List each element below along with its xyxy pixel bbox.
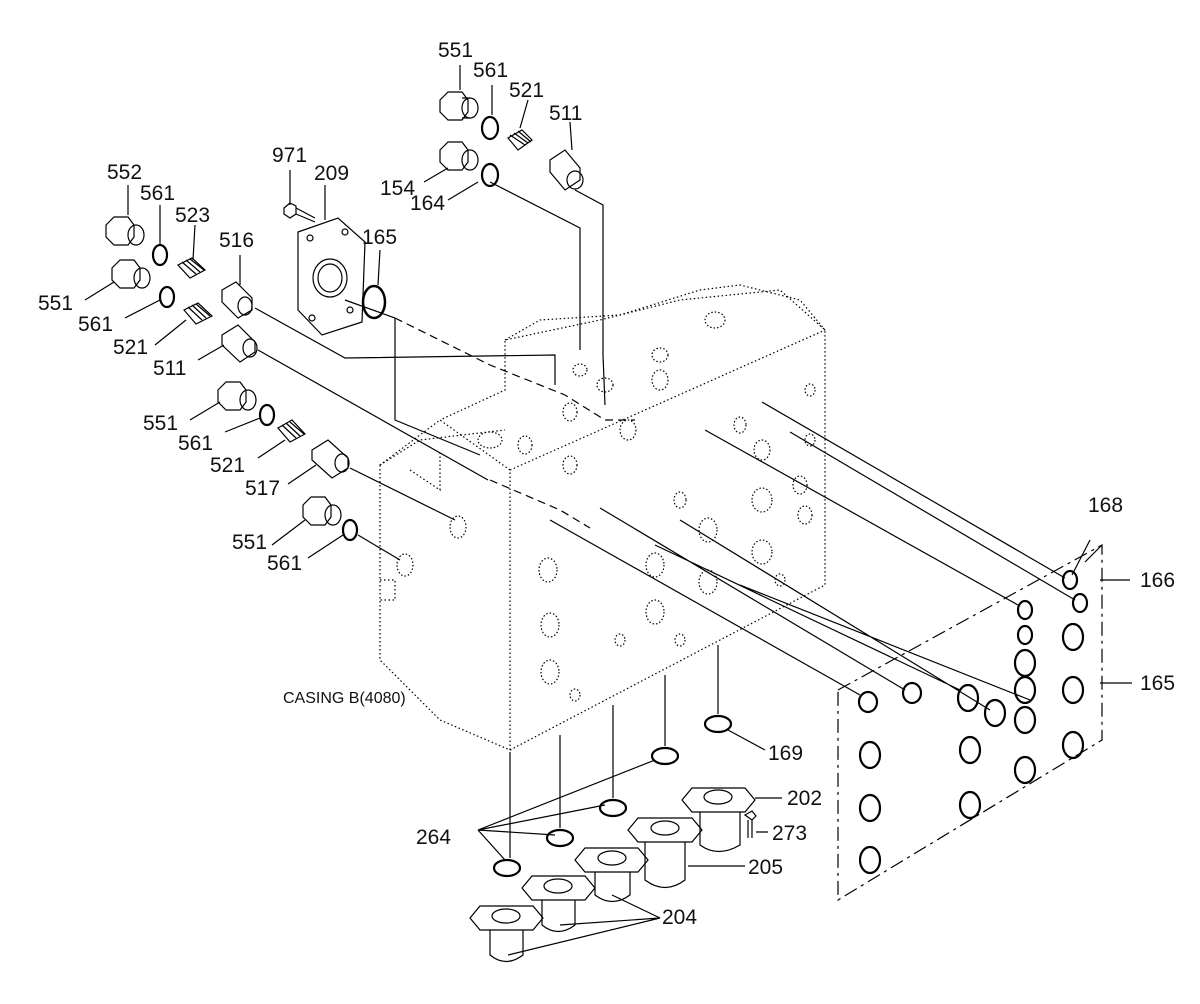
oring-264-set: [492, 746, 680, 878]
label-264: 264: [416, 826, 452, 849]
oring-561-low: [341, 518, 359, 542]
label-209: 209: [314, 162, 350, 185]
flange-204-c: [469, 905, 544, 963]
label-551-left: 551: [38, 292, 74, 315]
oring-164: [480, 162, 500, 188]
label-516: 516: [219, 229, 255, 252]
bolt-971: [283, 202, 316, 223]
label-202: 202: [787, 787, 823, 810]
label-552: 552: [107, 161, 143, 184]
label-165-side: 165: [1140, 672, 1176, 695]
label-561-left1: 561: [140, 182, 176, 205]
oring-561-top: [480, 115, 500, 141]
oring-561-left1: [151, 243, 169, 267]
label-561-mid: 561: [178, 432, 214, 455]
label-166: 166: [1140, 569, 1176, 592]
label-517: 517: [245, 477, 281, 500]
label-551-mid: 551: [143, 412, 179, 435]
label-165-top: 165: [362, 226, 398, 249]
spring-521-mid: [277, 419, 306, 443]
label-551-low: 551: [232, 531, 268, 554]
oring-561-mid: [258, 403, 276, 427]
label-551-top: 551: [438, 39, 474, 62]
label-204: 204: [662, 906, 698, 929]
flange-202: [681, 787, 756, 853]
label-561-left2: 561: [78, 313, 114, 336]
label-511-left: 511: [153, 357, 187, 380]
plug-551-low: [302, 496, 342, 526]
plug-551-left: [111, 259, 151, 289]
casing-caption: CASING B(4080): [283, 690, 406, 707]
flange-205: [627, 817, 703, 889]
oring-561-left2: [158, 285, 176, 309]
label-154: 154: [380, 177, 416, 200]
spring-521-left: [183, 302, 214, 325]
plug-154: [439, 141, 479, 171]
casing-holes: [396, 311, 816, 702]
plug-551-mid: [217, 381, 257, 411]
flange-204-b: [521, 875, 596, 933]
plate-orings: [857, 569, 1089, 875]
label-521-top: 521: [509, 79, 545, 102]
flange-204-a: [574, 847, 649, 903]
label-521-mid: 521: [210, 454, 246, 477]
seal-plate: [837, 543, 1103, 902]
label-168: 168: [1088, 494, 1124, 517]
label-521-left: 521: [113, 336, 149, 359]
label-164: 164: [410, 192, 446, 215]
spool-517: [311, 439, 350, 479]
label-561-low: 561: [267, 552, 303, 575]
label-273: 273: [772, 822, 808, 845]
label-523: 523: [175, 204, 211, 227]
oring-169: [703, 714, 733, 734]
spring-521-top: [507, 129, 533, 151]
label-511-top: 511: [549, 102, 583, 125]
flange-209: [297, 217, 366, 336]
label-971: 971: [272, 144, 308, 167]
casing-block: [379, 284, 826, 751]
spring-523: [177, 257, 207, 279]
label-561-top: 561: [473, 59, 509, 82]
label-205: 205: [748, 856, 784, 879]
screw-273: [743, 810, 757, 838]
spool-511-left: [221, 324, 258, 363]
plug-552: [105, 216, 145, 246]
spool-516: [221, 281, 253, 319]
spool-511-top: [549, 149, 584, 191]
label-169: 169: [768, 742, 804, 765]
plug-551-top: [439, 91, 479, 121]
oring-165-top: [361, 284, 387, 320]
